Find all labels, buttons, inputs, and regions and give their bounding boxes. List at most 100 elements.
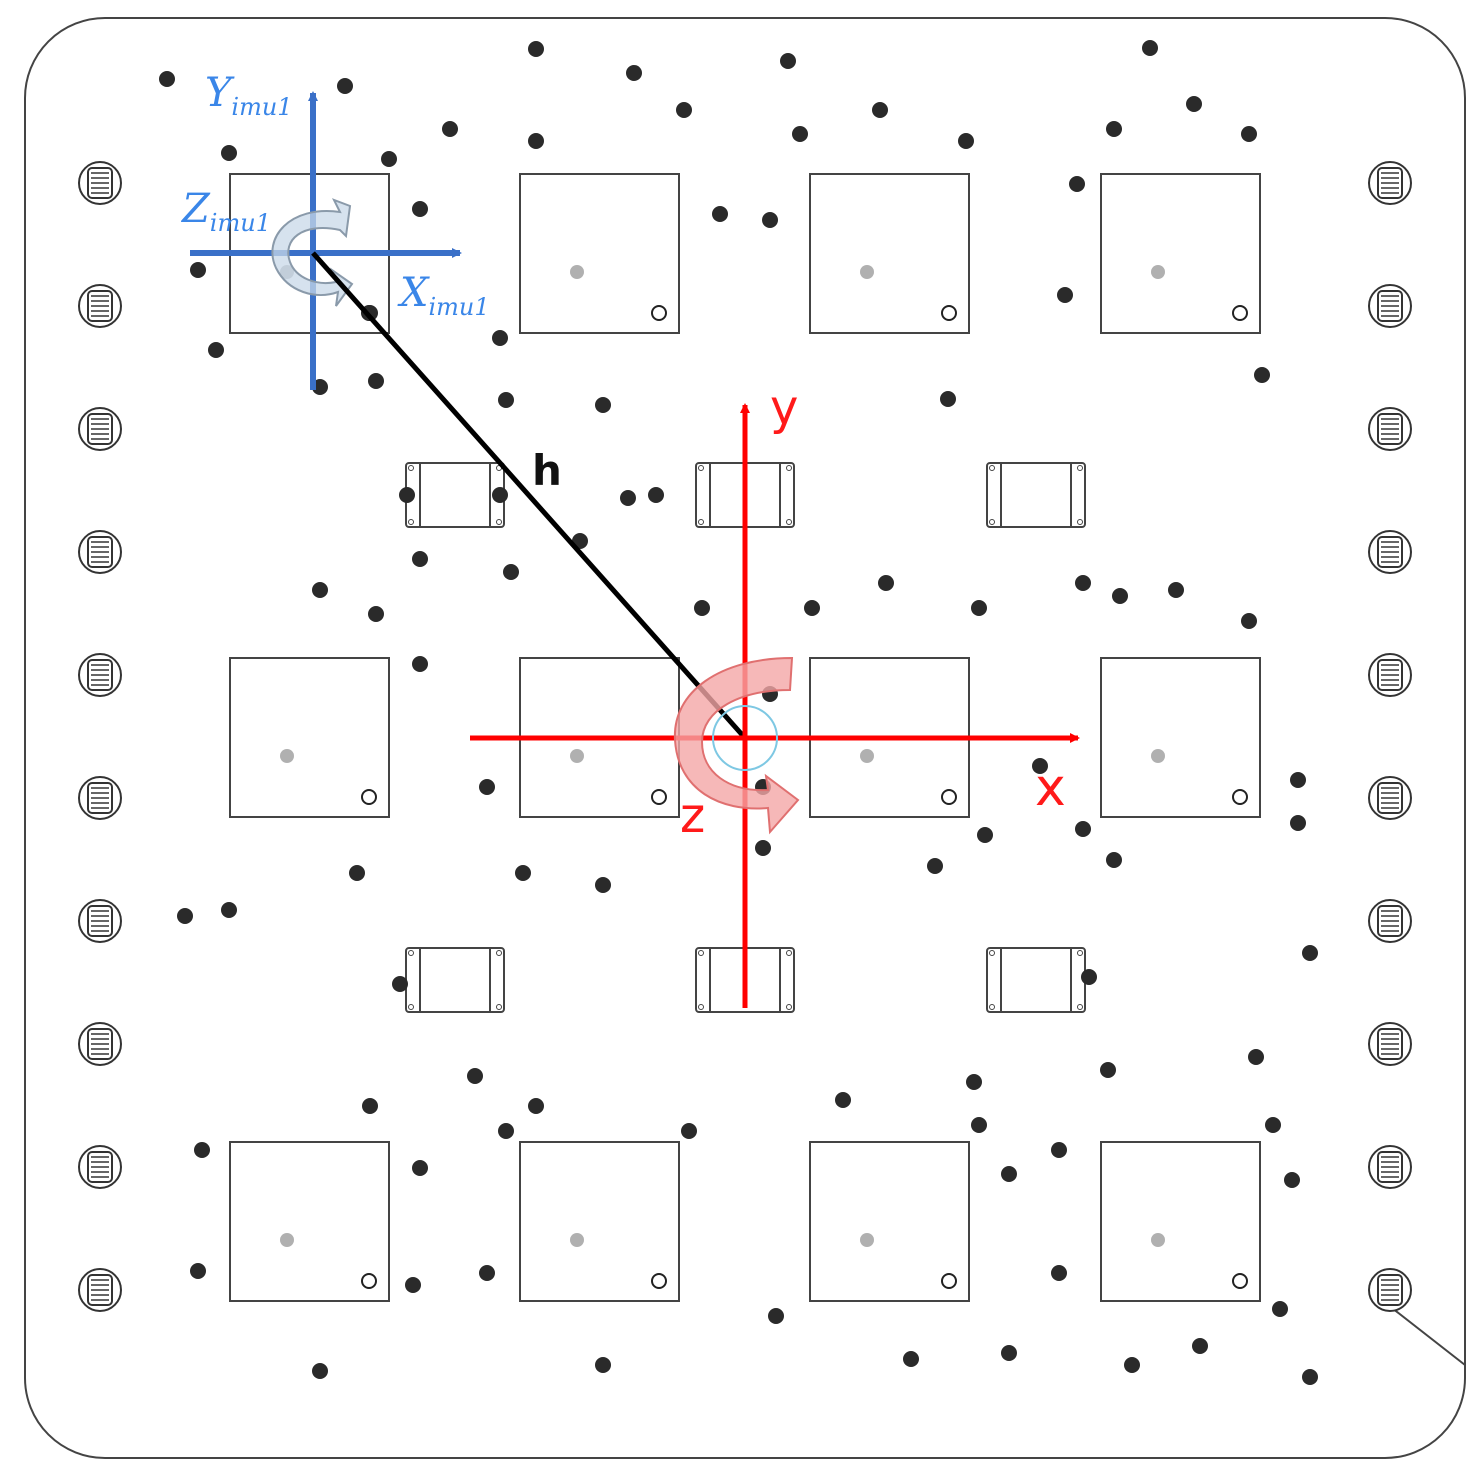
marker-dot	[190, 262, 206, 278]
marker-dot	[368, 373, 384, 389]
sensor-pad	[229, 1141, 390, 1302]
marker-dot	[528, 133, 544, 149]
small-component	[986, 462, 1086, 528]
body-frame	[470, 403, 1080, 1008]
marker-dot	[442, 121, 458, 137]
marker-dot	[159, 71, 175, 87]
marker-dot	[878, 575, 894, 591]
slotted-screw-icon	[78, 776, 122, 820]
marker-dot	[977, 827, 993, 843]
slotted-screw-icon	[78, 284, 122, 328]
marker-dot	[492, 487, 508, 503]
marker-dot	[595, 877, 611, 893]
marker-dot	[903, 1351, 919, 1367]
imu-rotation-arrow-icon	[271, 198, 354, 307]
marker-dots	[159, 40, 1318, 1385]
imu-frame	[190, 91, 462, 390]
slotted-screw-icon	[1368, 1145, 1412, 1189]
marker-dot	[958, 133, 974, 149]
marker-dot	[780, 53, 796, 69]
marker-dot	[498, 1123, 514, 1139]
marker-dot	[1100, 1062, 1116, 1078]
marker-dot	[479, 779, 495, 795]
marker-dot	[1241, 613, 1257, 629]
marker-dot	[467, 1068, 483, 1084]
marker-dot	[1057, 287, 1073, 303]
marker-dot	[368, 606, 384, 622]
marker-dot	[966, 1074, 982, 1090]
marker-dot	[1142, 40, 1158, 56]
marker-dot	[349, 865, 365, 881]
marker-dot	[221, 145, 237, 161]
sensor-pad	[519, 1141, 680, 1302]
svg-text:Ximu1: Ximu1	[397, 270, 490, 321]
marker-dot	[1254, 367, 1270, 383]
body-z-label: z	[680, 788, 705, 844]
marker-dot	[872, 102, 888, 118]
sensor-pad	[809, 173, 970, 334]
slotted-screw-icon	[78, 530, 122, 574]
slotted-screw-icon	[1368, 284, 1412, 328]
svg-text:Zimu1: Zimu1	[180, 186, 271, 237]
marker-dot	[971, 600, 987, 616]
marker-dot	[1051, 1142, 1067, 1158]
mount-holes-right	[1368, 161, 1412, 1312]
marker-dot	[712, 206, 728, 222]
marker-dot	[1302, 945, 1318, 961]
marker-dot	[1075, 821, 1091, 837]
marker-dot	[498, 392, 514, 408]
marker-dot	[312, 582, 328, 598]
marker-dot	[1186, 96, 1202, 112]
marker-dot	[412, 551, 428, 567]
marker-dot	[412, 1160, 428, 1176]
marker-dot	[337, 78, 353, 94]
marker-dot	[1112, 588, 1128, 604]
sensor-pad	[1100, 657, 1261, 818]
marker-dot	[1001, 1166, 1017, 1182]
sensor-pad	[229, 657, 390, 818]
marker-dot	[1241, 126, 1257, 142]
marker-dot	[479, 1265, 495, 1281]
sensor-pads	[229, 173, 1261, 1302]
imu-y-label: Yimu1	[205, 70, 293, 121]
marker-dot	[1302, 1369, 1318, 1385]
marker-dot	[1106, 852, 1122, 868]
marker-dot	[1265, 1117, 1281, 1133]
marker-dot	[1081, 969, 1097, 985]
marker-dot	[1069, 176, 1085, 192]
marker-dot	[405, 1277, 421, 1293]
marker-dot	[620, 490, 636, 506]
marker-dot	[399, 487, 415, 503]
marker-dot	[694, 600, 710, 616]
marker-dot	[768, 1308, 784, 1324]
svg-text:Yimu1: Yimu1	[205, 70, 293, 121]
marker-dot	[1051, 1265, 1067, 1281]
marker-dot	[194, 1142, 210, 1158]
slotted-screw-icon	[1368, 776, 1412, 820]
marker-dot	[1168, 582, 1184, 598]
marker-dot	[412, 656, 428, 672]
marker-dot	[1192, 1338, 1208, 1354]
marker-dot	[940, 391, 956, 407]
marker-dot	[835, 1092, 851, 1108]
lever-arm-h	[311, 251, 747, 740]
marker-dot	[1248, 1049, 1264, 1065]
marker-dot	[515, 865, 531, 881]
slotted-screw-icon	[1368, 161, 1412, 205]
marker-dot	[362, 1098, 378, 1114]
sensor-pad	[1100, 173, 1261, 334]
slotted-screw-icon	[78, 407, 122, 451]
marker-dot	[1272, 1301, 1288, 1317]
body-y-label: y	[770, 380, 798, 436]
board-corner-line	[1391, 1307, 1466, 1366]
sensor-pad	[1100, 1141, 1261, 1302]
marker-dot	[648, 487, 664, 503]
marker-dot	[804, 600, 820, 616]
marker-dot	[1032, 758, 1048, 774]
marker-dot	[971, 1117, 987, 1133]
marker-dot	[177, 908, 193, 924]
slotted-screw-icon	[78, 899, 122, 943]
slotted-screw-icon	[78, 1268, 122, 1312]
slotted-screw-icon	[78, 1022, 122, 1066]
